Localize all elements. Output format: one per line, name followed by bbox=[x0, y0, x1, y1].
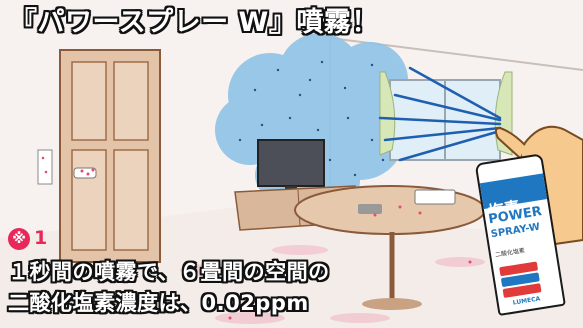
caption-line-1: １秒間の噴霧で、６畳間の空間の bbox=[8, 260, 330, 284]
bottle-description: 二酸化塩素 bbox=[494, 247, 526, 259]
tv bbox=[257, 139, 325, 194]
caption-line-2: 二酸化塩素濃度は、0.02ppm bbox=[8, 291, 309, 315]
contamination-spots bbox=[80, 245, 485, 324]
spray-rays bbox=[378, 66, 502, 162]
headline: 『パワースプレー W』噴霧！ bbox=[10, 7, 379, 38]
maker-logo: LUMECA bbox=[512, 295, 541, 307]
note-number: 1 bbox=[34, 227, 48, 249]
germ-dots bbox=[41, 156, 472, 320]
door bbox=[59, 49, 161, 263]
table bbox=[294, 185, 486, 310]
note-mark-icon: ※ bbox=[8, 228, 30, 250]
light-switch bbox=[37, 149, 53, 185]
